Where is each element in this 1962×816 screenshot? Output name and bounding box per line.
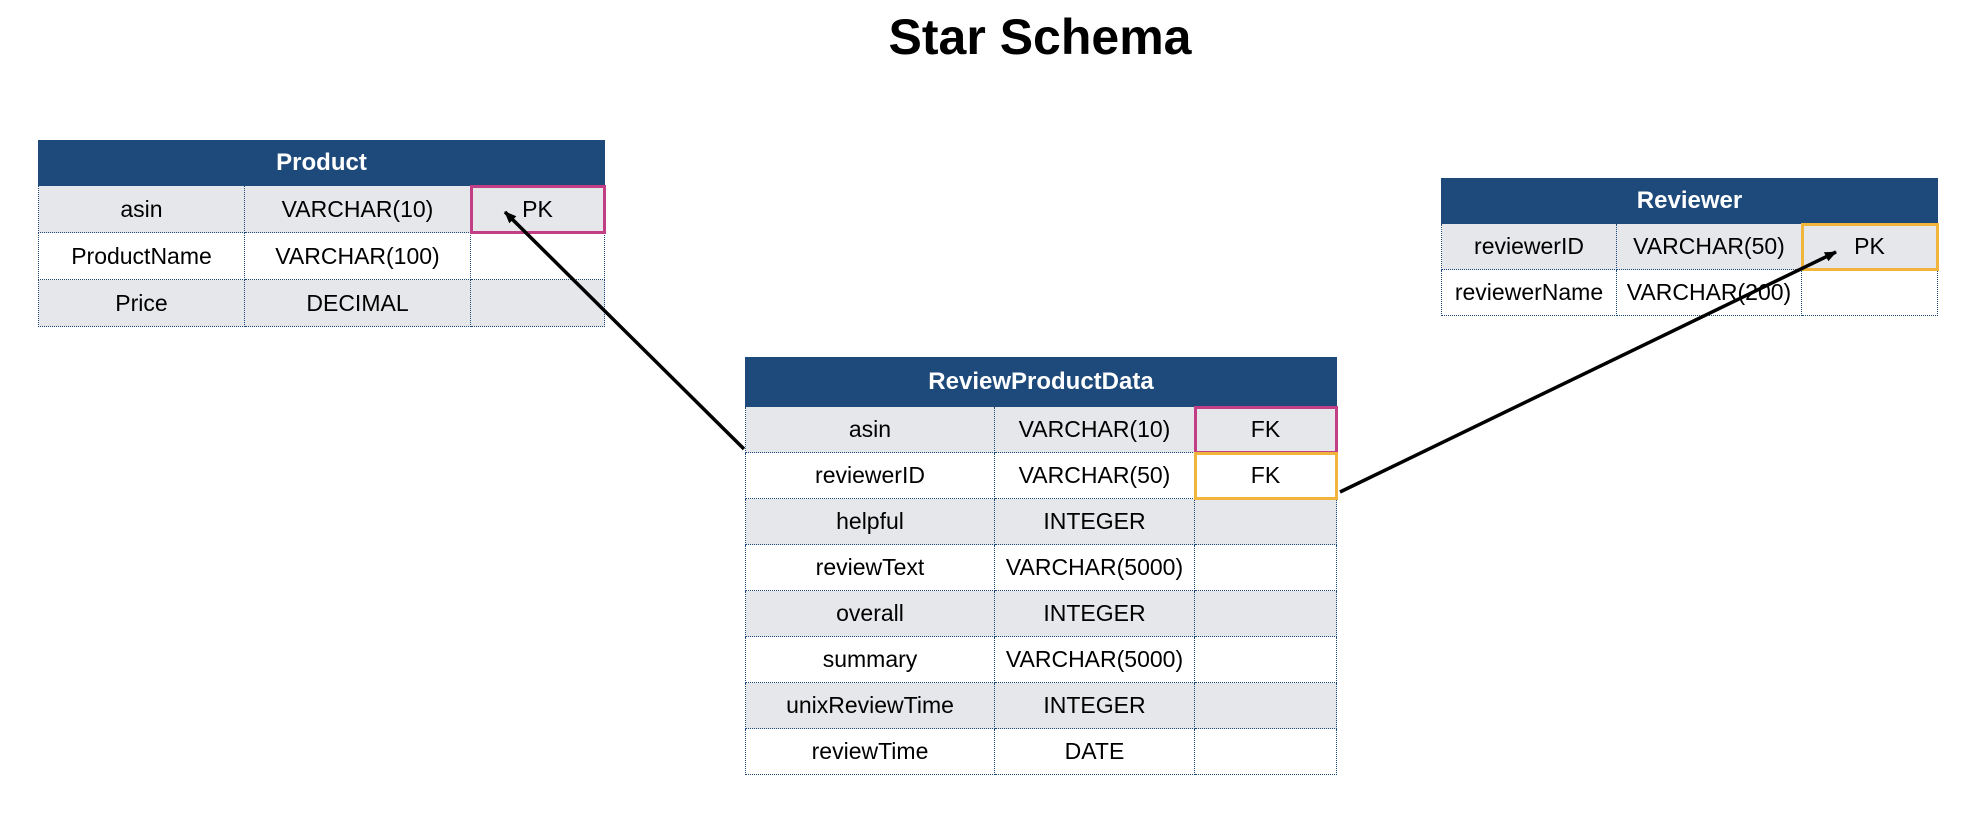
table-row: helpful INTEGER (745, 498, 1337, 545)
table-row: summary VARCHAR(5000) (745, 636, 1337, 683)
column-type: VARCHAR(50) (1616, 223, 1802, 270)
key-cell (1194, 544, 1337, 591)
foreign-key-cell: FK (1193, 405, 1338, 454)
column-type: INTEGER (994, 682, 1195, 729)
column-name: Price (38, 279, 245, 327)
key-cell (469, 232, 606, 280)
key-cell (1194, 636, 1337, 683)
column-type: VARCHAR(10) (994, 406, 1195, 453)
column-type: VARCHAR(200) (1616, 269, 1802, 316)
column-type: VARCHAR(5000) (994, 544, 1195, 591)
table-row: reviewText VARCHAR(5000) (745, 544, 1337, 591)
column-type: INTEGER (994, 498, 1195, 545)
column-name: reviewTime (745, 728, 995, 775)
column-name: asin (38, 185, 245, 233)
column-name: reviewerName (1441, 269, 1617, 316)
key-cell (1194, 590, 1337, 637)
column-name: reviewerID (1441, 223, 1617, 270)
column-name: overall (745, 590, 995, 637)
key-cell (1194, 728, 1337, 775)
foreign-key-cell: FK (1193, 451, 1338, 500)
table-row: reviewerID VARCHAR(50) FK (745, 451, 1338, 500)
table-row: reviewTime DATE (745, 728, 1337, 775)
primary-key-cell: PK (469, 184, 606, 234)
table-row: unixReviewTime INTEGER (745, 682, 1337, 729)
product-table: Product asin VARCHAR(10) PK ProductName … (37, 140, 606, 327)
table-row: overall INTEGER (745, 590, 1337, 637)
reviewer-table-header: Reviewer (1441, 178, 1938, 224)
column-name: reviewerID (745, 452, 995, 499)
column-type: INTEGER (994, 590, 1195, 637)
column-type: VARCHAR(5000) (994, 636, 1195, 683)
review-product-data-table: ReviewProductData asin VARCHAR(10) FK re… (745, 357, 1338, 775)
table-row: reviewerID VARCHAR(50) PK (1441, 222, 1939, 271)
product-table-header: Product (37, 140, 606, 186)
column-type: DECIMAL (244, 279, 471, 327)
column-name: unixReviewTime (745, 682, 995, 729)
column-type: DATE (994, 728, 1195, 775)
review-product-data-table-header: ReviewProductData (745, 357, 1337, 407)
table-row: reviewerName VARCHAR(200) (1441, 269, 1938, 316)
column-name: ProductName (38, 232, 245, 280)
column-name: reviewText (745, 544, 995, 591)
primary-key-cell: PK (1800, 222, 1939, 271)
key-cell (1801, 269, 1938, 316)
column-name: helpful (745, 498, 995, 545)
table-row: asin VARCHAR(10) FK (745, 405, 1338, 454)
key-cell (1194, 682, 1337, 729)
diagram-title: Star Schema (888, 9, 1192, 65)
column-name: asin (745, 406, 995, 453)
column-type: VARCHAR(50) (994, 452, 1195, 499)
column-type: VARCHAR(100) (244, 232, 471, 280)
column-type: VARCHAR(10) (244, 185, 471, 233)
table-row: Price DECIMAL (38, 279, 606, 327)
table-row: ProductName VARCHAR(100) (38, 232, 606, 280)
key-cell (469, 279, 606, 327)
reviewer-table: Reviewer reviewerID VARCHAR(50) PK revie… (1441, 178, 1939, 316)
column-name: summary (745, 636, 995, 683)
table-row: asin VARCHAR(10) PK (38, 184, 606, 234)
key-cell (1194, 498, 1337, 545)
